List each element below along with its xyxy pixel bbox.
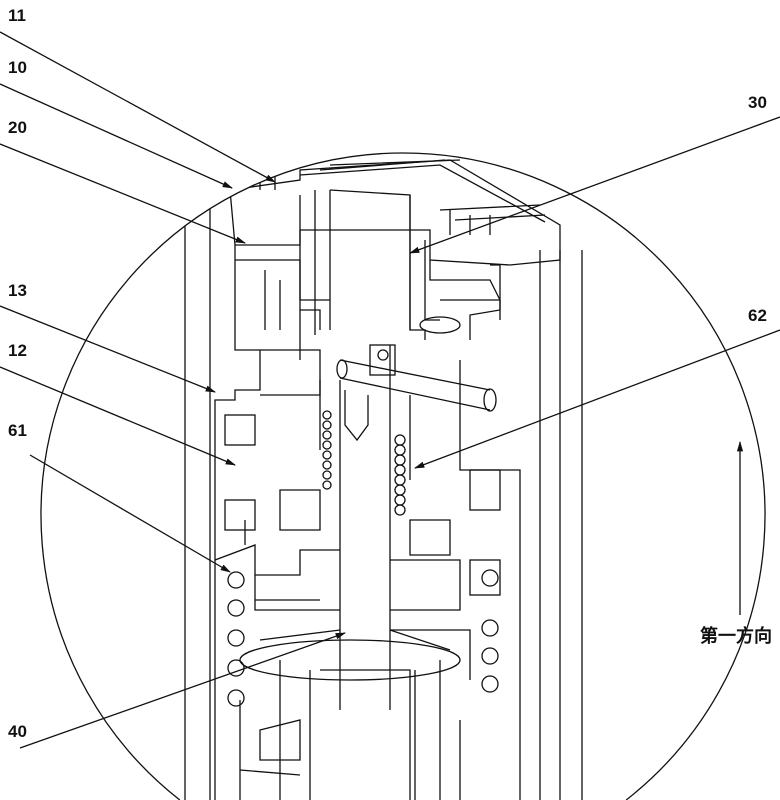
assembly-section bbox=[184, 152, 583, 800]
leader-12 bbox=[0, 366, 236, 466]
leader-10 bbox=[0, 83, 233, 189]
label-61: 61 bbox=[8, 421, 27, 440]
leader-40 bbox=[19, 632, 346, 749]
leader-11 bbox=[0, 31, 276, 183]
label-62: 62 bbox=[748, 306, 767, 325]
label-12: 12 bbox=[8, 341, 27, 360]
label-30: 30 bbox=[748, 93, 767, 112]
label-11: 11 bbox=[8, 6, 26, 25]
label-10: 10 bbox=[8, 58, 27, 77]
leader-62 bbox=[414, 329, 780, 469]
direction-label: 第一方向 bbox=[700, 626, 772, 647]
leader-30 bbox=[409, 116, 780, 254]
leader-lines bbox=[0, 31, 780, 749]
spring-62 bbox=[322, 410, 406, 516]
leader-20 bbox=[0, 143, 246, 244]
label-20: 20 bbox=[8, 118, 27, 137]
label-40: 40 bbox=[8, 722, 27, 741]
spring-61 bbox=[227, 569, 499, 707]
label-13: 13 bbox=[8, 281, 27, 300]
leader-13 bbox=[0, 305, 216, 393]
leader-61 bbox=[29, 454, 231, 573]
detail-circle bbox=[40, 152, 766, 800]
